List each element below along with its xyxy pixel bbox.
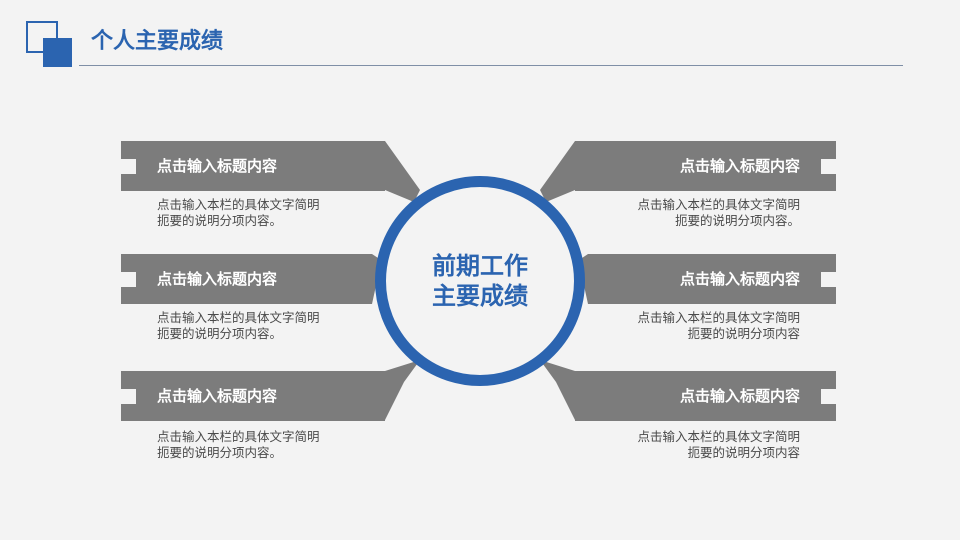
connector-top-left bbox=[385, 141, 420, 202]
item-title[interactable]: 点击输入标题内容 bbox=[157, 387, 278, 405]
item-bar-right-1: 点击输入标题内容 bbox=[575, 141, 836, 191]
item-description-line: 点击输入本栏的具体文字简明 bbox=[157, 429, 320, 444]
title-divider bbox=[79, 65, 903, 66]
bar-marker bbox=[821, 389, 836, 404]
item-description-line: 点击输入本栏的具体文字简明 bbox=[637, 310, 800, 325]
logo-outline-square bbox=[26, 21, 58, 53]
item-description[interactable]: 点击输入本栏的具体文字简明 扼要的说明分项内容。 bbox=[157, 197, 372, 229]
item-description-line: 扼要的说明分项内容。 bbox=[157, 213, 283, 228]
item-description-line: 扼要的说明分项内容。 bbox=[674, 213, 800, 228]
item-description-line: 点击输入本栏的具体文字简明 bbox=[157, 310, 320, 325]
item-description-line: 点击输入本栏的具体文字简明 bbox=[637, 429, 800, 444]
item-title[interactable]: 点击输入标题内容 bbox=[157, 270, 278, 288]
item-description-line: 扼要的说明分项内容 bbox=[687, 445, 800, 460]
connector-bottom-left bbox=[385, 360, 420, 420]
connector-bottom-right bbox=[540, 360, 575, 420]
item-bar-left-2: 点击输入标题内容 bbox=[121, 254, 372, 304]
bar-marker bbox=[821, 272, 836, 287]
center-circle: 前期工作 主要成绩 bbox=[375, 176, 585, 386]
connector-top-right bbox=[540, 141, 575, 202]
bar-marker bbox=[121, 272, 136, 287]
item-title[interactable]: 点击输入标题内容 bbox=[679, 387, 800, 405]
item-description[interactable]: 点击输入本栏的具体文字简明 扼要的说明分项内容。 bbox=[157, 429, 372, 461]
item-description-line: 点击输入本栏的具体文字简明 bbox=[637, 197, 800, 212]
bar-marker bbox=[121, 159, 136, 174]
item-title[interactable]: 点击输入标题内容 bbox=[157, 157, 278, 175]
item-description[interactable]: 点击输入本栏的具体文字简明 扼要的说明分项内容。 bbox=[585, 197, 800, 229]
logo-filled-square bbox=[43, 38, 72, 67]
item-bar-left-1: 点击输入标题内容 bbox=[121, 141, 385, 191]
item-description[interactable]: 点击输入本栏的具体文字简明 扼要的说明分项内容 bbox=[585, 429, 800, 461]
bar-marker bbox=[821, 159, 836, 174]
center-title-line[interactable]: 主要成绩 bbox=[432, 282, 528, 310]
item-title[interactable]: 点击输入标题内容 bbox=[679, 270, 800, 288]
page-title: 个人主要成绩 bbox=[91, 29, 224, 54]
item-description-line: 扼要的说明分项内容。 bbox=[157, 326, 283, 341]
item-description[interactable]: 点击输入本栏的具体文字简明 扼要的说明分项内容。 bbox=[157, 310, 372, 342]
item-bar-right-3: 点击输入标题内容 bbox=[575, 371, 836, 421]
center-title-line[interactable]: 前期工作 bbox=[432, 252, 528, 280]
item-bar-left-3: 点击输入标题内容 bbox=[121, 371, 385, 421]
item-title[interactable]: 点击输入标题内容 bbox=[679, 157, 800, 175]
item-bar-right-2: 点击输入标题内容 bbox=[588, 254, 836, 304]
item-description-line: 扼要的说明分项内容。 bbox=[157, 445, 283, 460]
item-description-line: 点击输入本栏的具体文字简明 bbox=[157, 197, 320, 212]
item-description-line: 扼要的说明分项内容 bbox=[687, 326, 800, 341]
item-description[interactable]: 点击输入本栏的具体文字简明 扼要的说明分项内容 bbox=[585, 310, 800, 342]
bar-marker bbox=[121, 389, 136, 404]
